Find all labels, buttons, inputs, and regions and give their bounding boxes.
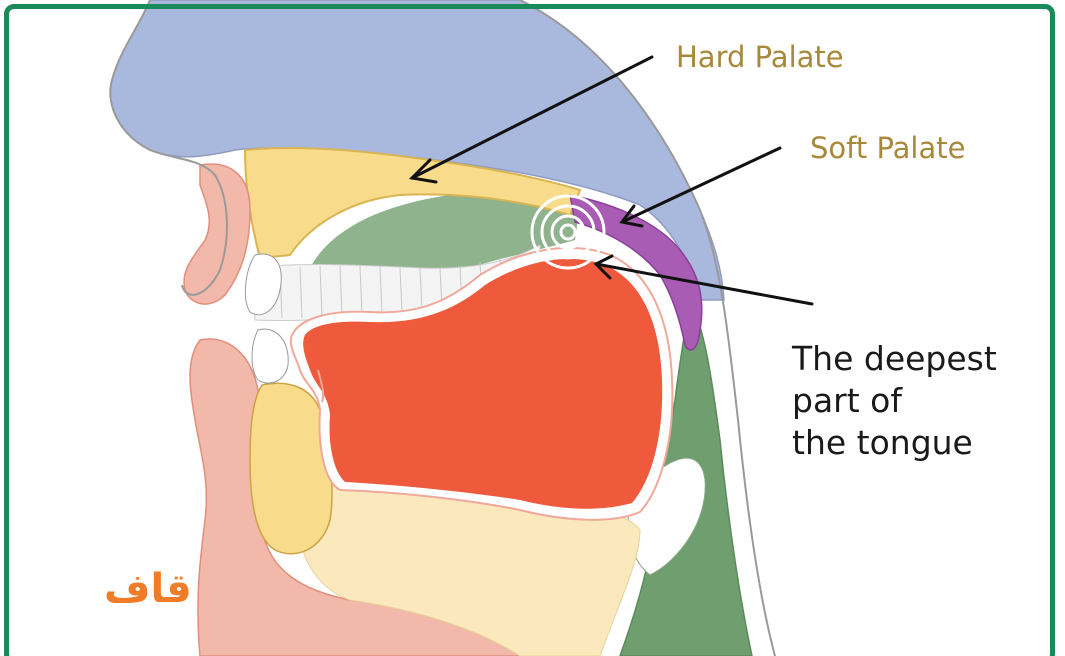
hard-palate-label: Hard Palate — [676, 40, 844, 74]
letter-name-label: قاف — [104, 566, 192, 612]
deepest-label-line-2: part of — [792, 380, 997, 422]
soft-palate-label: Soft Palate — [810, 131, 965, 165]
deepest-label-line-1: The deepest — [792, 338, 997, 380]
deepest-label-line-3: the tongue — [792, 422, 997, 464]
frame-border — [4, 4, 1055, 656]
deepest-part-label: The deepest part of the tongue — [792, 338, 997, 464]
